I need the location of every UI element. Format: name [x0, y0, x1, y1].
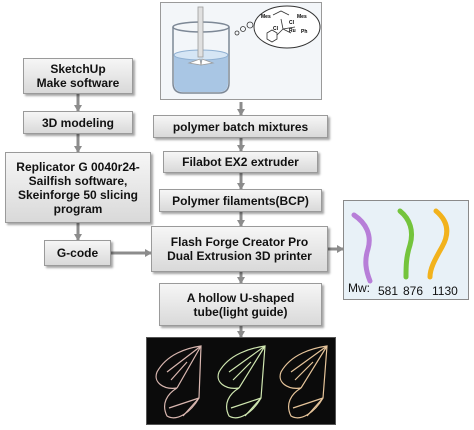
filaments-box: Polymer filaments(BCP): [159, 189, 322, 212]
modeling-box: 3D modeling: [23, 111, 133, 134]
mixtures-box: polymer batch mixtures: [153, 115, 328, 138]
sketchup-box: SketchUp Make software: [23, 58, 133, 94]
butterfly-photo: [146, 337, 336, 425]
mw-value-1: 581: [378, 284, 398, 298]
molecule-cl-1: Cl: [289, 20, 295, 26]
gcode-box: G-code: [44, 240, 111, 266]
molecule-ph: Ph: [301, 29, 307, 35]
beaker-illustration: Mes Mes Cl Ru Cl Ph: [161, 3, 321, 99]
molecule-mes-2: Mes: [297, 14, 307, 20]
molecule-mes-1: Mes: [261, 14, 271, 20]
butterfly-wings-image: [147, 338, 335, 424]
mw-value-3: 1130: [432, 284, 458, 298]
beaker-panel: Mes Mes Cl Ru Cl Ph: [160, 2, 322, 100]
molecule-cl-2: Cl: [273, 26, 279, 32]
filament-sample-2: [400, 211, 412, 277]
filament-sample-3: [430, 211, 447, 277]
filament-sample-1: [354, 215, 370, 281]
filament-samples-panel: Mw: 581 876 1130: [343, 200, 469, 300]
mw-value-2: 876: [403, 284, 423, 298]
printer-box: Flash Forge Creator Pro Dual Extrusion 3…: [151, 226, 328, 272]
tube-box: A hollow U-shaped tube(light guide): [159, 283, 322, 326]
molecule-ru: Ru: [289, 28, 296, 34]
mw-label: Mw:: [348, 281, 370, 295]
slicing-box: Replicator G 0040r24- Sailfish software,…: [5, 152, 151, 223]
extruder-box: Filabot EX2 extruder: [163, 151, 318, 173]
